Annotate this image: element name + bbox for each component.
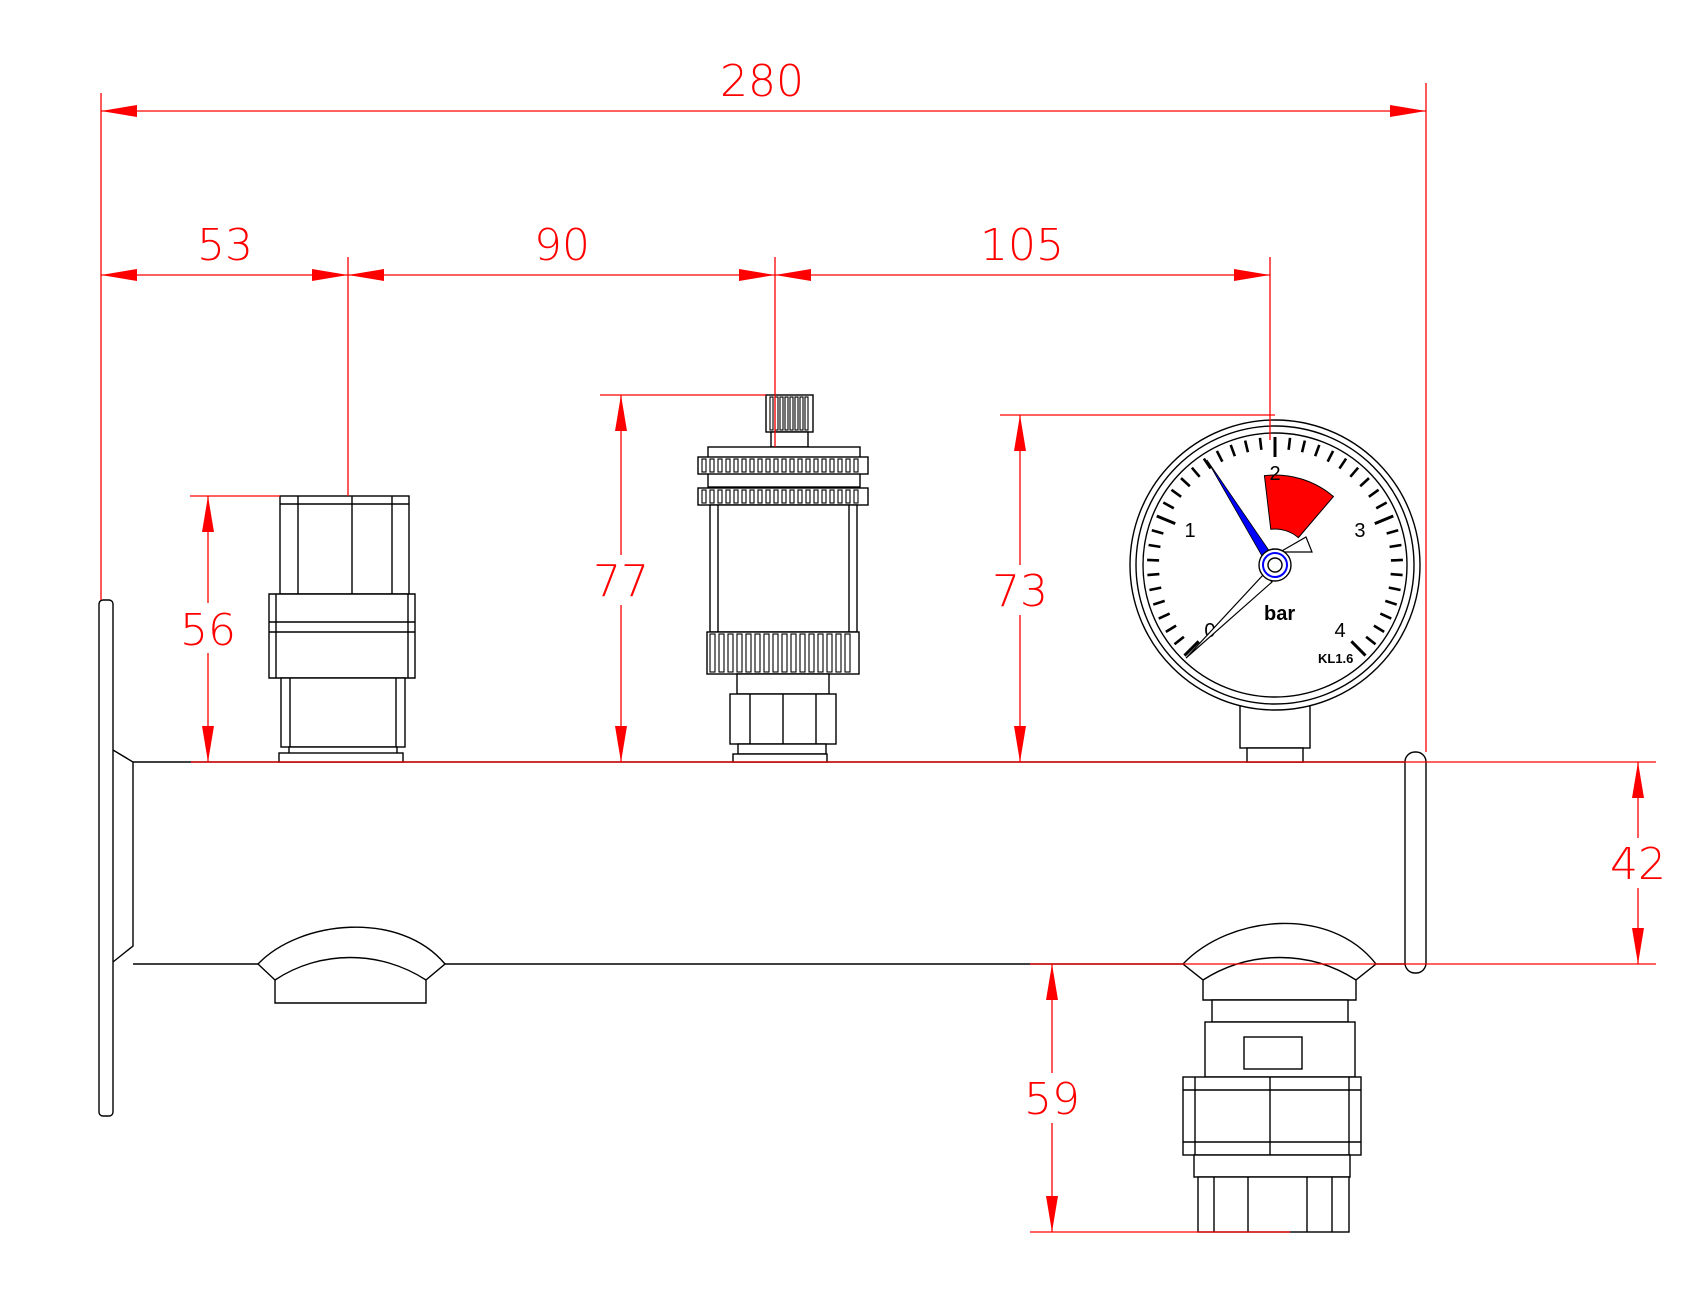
bottom-boss-left (257, 926, 446, 1004)
bottom-outlet-fitting (1181, 922, 1377, 1233)
gauge-scale-number: 0 (1204, 620, 1215, 642)
pressure-gauge: 0 1 2 3 4 bar KL1.6 (1129, 419, 1421, 763)
flange-taper (112, 749, 134, 963)
dim-air-vent-to-gauge: 105 (980, 220, 1064, 271)
automatic-air-vent (697, 394, 869, 763)
gauge-accuracy-class: KL1.6 (1318, 651, 1353, 666)
dim-air-vent-height: 77 (593, 556, 649, 607)
dim-bottom-outlet-depth: 59 (1024, 1074, 1080, 1125)
gauge-scale-number: 4 (1334, 620, 1345, 642)
dim-pipe-diameter: 42 (1610, 839, 1666, 890)
gauge-scale-number: 3 (1354, 520, 1365, 542)
threaded-fitting (268, 495, 416, 763)
gauge-scale-ticks (1147, 437, 1403, 657)
gauge-scale-number: 1 (1184, 520, 1195, 542)
pipe-end-cap (1404, 751, 1427, 974)
gauge-scale-numbers: 0 1 2 3 4 (1184, 463, 1365, 642)
dim-inlet-to-fitting: 53 (197, 220, 253, 271)
dim-fitting-to-air-vent: 90 (534, 220, 590, 271)
gauge-red-zone (1263, 474, 1335, 539)
wall-flange (98, 599, 114, 1117)
dim-overall-length: 280 (720, 56, 804, 107)
gauge-scale-number: 2 (1269, 463, 1280, 485)
gauge-unit-label: bar (1264, 603, 1295, 625)
dimension-lines: 280 53 90 105 56 77 73 42 (100, 56, 1676, 1233)
dim-fitting-height: 56 (180, 605, 236, 656)
dim-gauge-height: 73 (992, 566, 1048, 617)
